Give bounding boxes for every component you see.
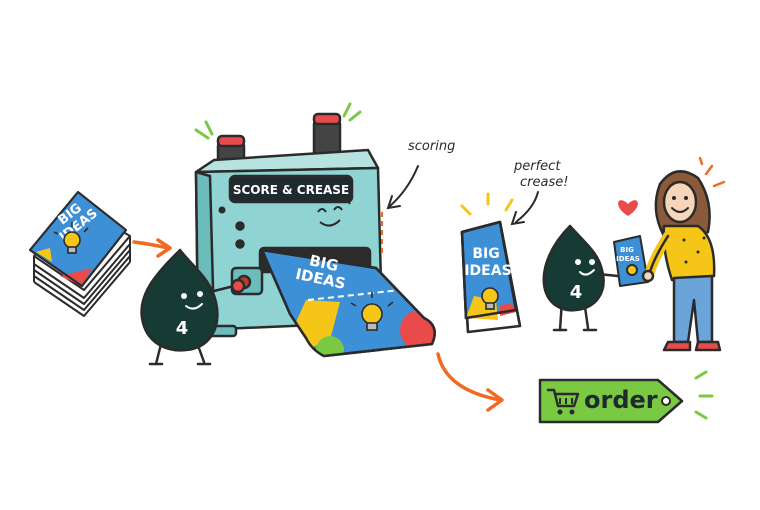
woman-sparks (698, 156, 726, 188)
arrow-to-machine (132, 238, 172, 258)
sheet-lightbulb-icon (350, 292, 394, 331)
heart-icon (618, 200, 638, 216)
scoring-annotation: scoring (408, 139, 455, 154)
order-button[interactable]: order (536, 376, 686, 426)
perfect-annotation-line2: crease! (520, 175, 568, 190)
mascot-right (542, 224, 620, 332)
handed-title-line1: BIG (620, 246, 634, 254)
stack-lightbulb-icon (53, 222, 89, 254)
handed-title-line2: IDEAS (616, 255, 640, 263)
perfect-annotation-arrow (510, 191, 539, 226)
order-button-label: order (584, 386, 658, 414)
machine-sign-label: SCORE & CREASE (233, 183, 349, 197)
folded-title-line1: BIG (472, 246, 499, 262)
sheet-title-line1: BIG (308, 251, 340, 275)
folded-lightbulb-icon (481, 287, 499, 310)
customer-woman (641, 170, 722, 352)
folded-sparks (460, 192, 514, 216)
folded-title-line2: IDEAS (464, 263, 511, 279)
cart-icon (546, 388, 580, 415)
perfect-annotation-line1: perfect (513, 159, 561, 174)
mascot-left-number: 4 (176, 318, 189, 339)
brochure-sheet-output (260, 248, 436, 358)
mascot-left (140, 248, 246, 366)
brochure-stack (29, 191, 131, 317)
folded-brochure (460, 220, 522, 334)
mascot-right-number: 4 (570, 282, 583, 303)
order-sparks (694, 370, 714, 420)
scoring-annotation-arrow (386, 165, 419, 210)
arrow-to-order (436, 352, 504, 412)
order-button-shape (538, 378, 684, 424)
